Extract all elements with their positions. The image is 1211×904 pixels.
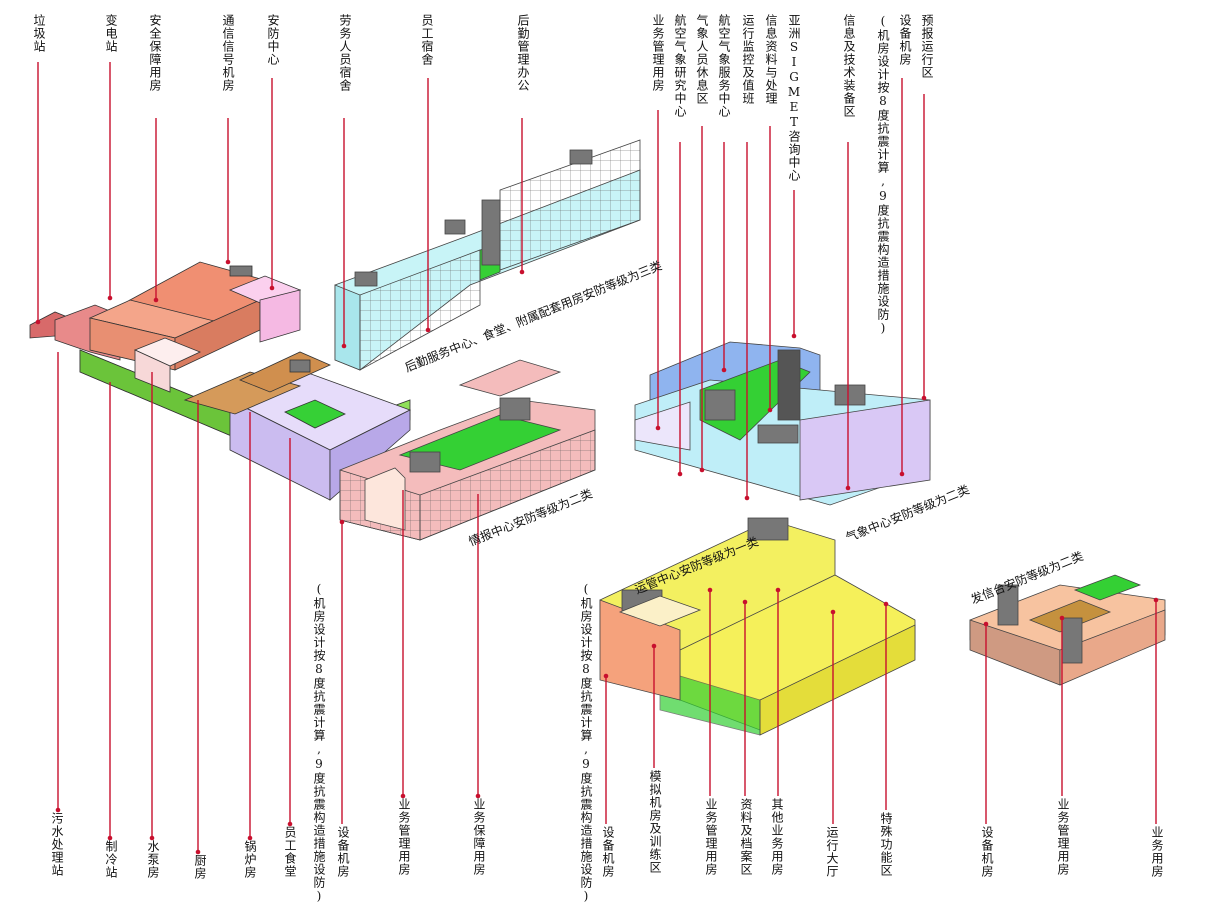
label-canteen: 员工食堂	[283, 826, 297, 878]
transmitter-block	[969, 574, 1166, 686]
label-logistics-office: 后勤管理办公	[516, 14, 530, 92]
leader-dot	[107, 295, 113, 301]
label-equip-room-1: 设备机房	[336, 826, 350, 878]
leader-dot	[400, 793, 406, 799]
leader-dot	[341, 343, 347, 349]
leader-lines	[35, 62, 1159, 855]
label-other-biz: 其他业务用房	[770, 798, 784, 876]
note-seismic-bottom-1: (机房设计按8度抗震计算,9度抗震构造措施设防)	[312, 582, 326, 904]
leader-dot	[603, 673, 609, 679]
leader-dot	[677, 471, 683, 477]
leader-dot	[767, 407, 773, 413]
label-biz-mgmt-3: 业务管理用房	[1056, 798, 1070, 876]
leader-dot	[107, 835, 113, 841]
leader-dot	[721, 367, 727, 373]
met-center-block	[634, 341, 931, 506]
note-seismic-top: (机房设计按8度抗震计算,9度抗震构造措施设防)	[876, 14, 890, 336]
leader-dot	[247, 835, 253, 841]
leader-dot	[35, 319, 41, 325]
label-simulation: 模拟机房及训练区	[648, 770, 662, 874]
label-boiler: 锅炉房	[243, 840, 257, 879]
label-biz-room: 业务用房	[1150, 826, 1164, 878]
leader-dot	[339, 519, 345, 525]
label-met-lounge: 气象人员休息区	[695, 14, 709, 105]
label-labor-dorm: 劳务人员宿舍	[338, 14, 352, 92]
logistics-complex	[29, 261, 412, 501]
label-security-center: 安防中心	[266, 14, 280, 66]
leader-dot	[699, 467, 705, 473]
label-biz-support: 业务保障用房	[472, 798, 486, 876]
leader-dot	[983, 621, 989, 627]
leader-dot	[744, 495, 750, 501]
label-info-processing: 信息资料与处理	[764, 14, 778, 105]
label-special: 特殊功能区	[879, 812, 893, 877]
label-info-tech: 信息及技术装备区	[842, 14, 856, 118]
leader-dot	[287, 821, 293, 827]
leader-dot	[1153, 597, 1159, 603]
leader-dot	[195, 849, 201, 855]
leader-dot	[55, 807, 61, 813]
leader-dot	[269, 285, 275, 291]
label-aviation-service: 航空气象服务中心	[717, 14, 731, 118]
leader-dot	[707, 587, 713, 593]
leader-dot	[655, 425, 661, 431]
label-biz-mgmt-2: 业务管理用房	[704, 798, 718, 876]
label-pump: 水泵房	[146, 840, 160, 879]
leader-dot	[742, 599, 748, 605]
leader-dot	[153, 297, 159, 303]
label-archive: 资料及档案区	[739, 798, 753, 876]
leader-dot	[830, 609, 836, 615]
intel-center-block	[339, 359, 596, 541]
label-garbage-station: 垃圾站	[32, 14, 46, 53]
label-substation: 变电站	[104, 14, 118, 53]
label-biz-mgmt-1: 业务管理用房	[397, 798, 411, 876]
label-kitchen: 厨房	[193, 854, 207, 880]
label-asia-sigmet: 亚洲SIGMET咨询中心	[787, 14, 801, 182]
leader-dot	[651, 643, 657, 649]
leader-dot	[883, 601, 889, 607]
label-telecom-room: 通信信号机房	[221, 14, 235, 92]
label-equip-room-top: 设备机房	[898, 14, 912, 66]
leader-dot	[225, 259, 231, 265]
leader-dot	[845, 485, 851, 491]
label-equip-room-3: 设备机房	[980, 826, 994, 878]
label-equip-room-2: 设备机房	[601, 826, 615, 878]
label-sewage: 污水处理站	[50, 812, 64, 877]
leader-dot	[1059, 615, 1065, 621]
label-security-support: 安全保障用房	[148, 14, 162, 92]
leader-dot	[475, 793, 481, 799]
leader-dot	[921, 395, 927, 401]
label-ops-hall: 运行大厅	[825, 826, 839, 878]
leader-dot	[899, 471, 905, 477]
leader-dot	[519, 269, 525, 275]
leader-dot	[425, 327, 431, 333]
dormitory-block	[334, 139, 641, 371]
ops-center-block	[599, 517, 916, 736]
label-cooling: 制冷站	[104, 840, 118, 879]
label-biz-mgmt-w: 业务管理用房	[651, 14, 665, 92]
note-seismic-bottom-2: (机房设计按8度抗震计算,9度抗震构造措施设防)	[579, 582, 593, 904]
label-forecast-ops: 预报运行区	[920, 14, 934, 79]
leader-dot	[791, 333, 797, 339]
label-aviation-research: 航空气象研究中心	[673, 14, 687, 118]
label-ops-monitor: 运行监控及值班	[741, 14, 755, 105]
label-staff-dorm: 员工宿舍	[420, 14, 434, 66]
leader-dot	[775, 587, 781, 593]
leader-dot	[149, 835, 155, 841]
